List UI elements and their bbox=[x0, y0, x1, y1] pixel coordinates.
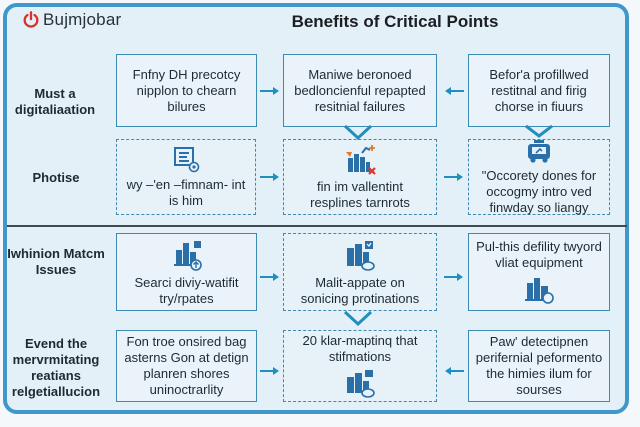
arrow-right-r3-a bbox=[260, 273, 279, 281]
building-badge-icon bbox=[525, 278, 554, 304]
cell-text: Fon troe onsired bag asterns Gon at deti… bbox=[124, 334, 249, 397]
cell-text: Befor'a profillwed restitnal and firig c… bbox=[489, 66, 589, 114]
building-upload-icon bbox=[173, 240, 202, 271]
page-title: Benefits of Critical Points bbox=[291, 12, 499, 31]
arrow-right-r3-b bbox=[444, 273, 463, 281]
cell-r2-c3: "Occorety dones for occogmy intro ved fi… bbox=[468, 139, 610, 215]
cell-text: 20 klar-maptinq that stifmations bbox=[302, 333, 418, 364]
cell-r2-c2: fin im vallentint resplines tarnrots bbox=[283, 139, 437, 215]
cell-r4-c1: Fon troe onsired bag asterns Gon at deti… bbox=[116, 330, 257, 402]
row-label-3: Iwhinion Matcm Issues bbox=[7, 246, 105, 277]
row-label-1: Must a digitaliaation bbox=[14, 86, 96, 117]
arrow-right-r2-a bbox=[260, 173, 279, 181]
chart-error-icon bbox=[346, 144, 376, 175]
row-label-4: Evend the mervrmitating reatians relgeti… bbox=[11, 336, 101, 399]
arrow-right-r1 bbox=[260, 87, 279, 95]
brand-logo: Bujmjobar bbox=[22, 10, 121, 30]
section-divider bbox=[7, 225, 627, 227]
cell-text: wy –'en –fimnam- int is him bbox=[126, 176, 246, 208]
cell-text: Maniwe beronoed bedloncienful repapted r… bbox=[294, 66, 426, 114]
cell-text: Searci diviy-watifit try/rpates bbox=[134, 274, 239, 306]
cell-text: fin im vallentint resplines tarnrots bbox=[310, 178, 410, 210]
arrow-left-r4 bbox=[445, 367, 464, 375]
cell-r1-c2: Maniwe beronoed bedloncienful repapted r… bbox=[283, 54, 437, 127]
cell-r1-c3: Befor'a profillwed restitnal and firig c… bbox=[468, 54, 610, 127]
cell-text: Fnfny DH precotcy nipplon to chearn bilu… bbox=[132, 66, 241, 114]
vehicle-icon bbox=[528, 139, 550, 163]
arrow-down-r1-c2 bbox=[343, 124, 373, 141]
cell-text: Malit-appate on sonicing protinations bbox=[300, 274, 420, 306]
cell-text: Pul-this defility twyord vliat equipment bbox=[476, 239, 602, 270]
document-settings-icon bbox=[174, 146, 200, 172]
cell-r2-c1: wy –'en –fimnam- int is him bbox=[116, 139, 256, 215]
arrow-down-r1-c3 bbox=[525, 124, 553, 138]
arrow-right-r4 bbox=[260, 367, 279, 375]
cell-r4-c2: 20 klar-maptinq that stifmations bbox=[283, 330, 437, 402]
cell-r3-c2: Malit-appate on sonicing protinations bbox=[283, 233, 437, 311]
cell-r3-c1: Searci diviy-watifit try/rpates bbox=[116, 233, 257, 311]
power-icon bbox=[23, 11, 39, 28]
arrow-left-r1 bbox=[445, 87, 464, 95]
cell-r3-c3: Pul-this defility twyord vliat equipment bbox=[468, 233, 610, 311]
arrow-right-r2-b bbox=[444, 173, 463, 181]
building-check-icon bbox=[347, 240, 375, 271]
arrow-down-r3-c2 bbox=[343, 310, 373, 327]
row-label-2: Photise bbox=[32, 170, 80, 185]
cell-r4-c3: Paw' detectipnen perifernial peformento … bbox=[468, 330, 610, 402]
building-check-icon bbox=[347, 370, 375, 398]
cell-text: Paw' detectipnen perifernial peformento … bbox=[475, 334, 603, 397]
cell-r1-c1: Fnfny DH precotcy nipplon to chearn bilu… bbox=[116, 54, 257, 127]
cell-text: "Occorety dones for occogmy intro ved fi… bbox=[481, 167, 597, 215]
brand-name: Bujmjobar bbox=[43, 10, 122, 29]
